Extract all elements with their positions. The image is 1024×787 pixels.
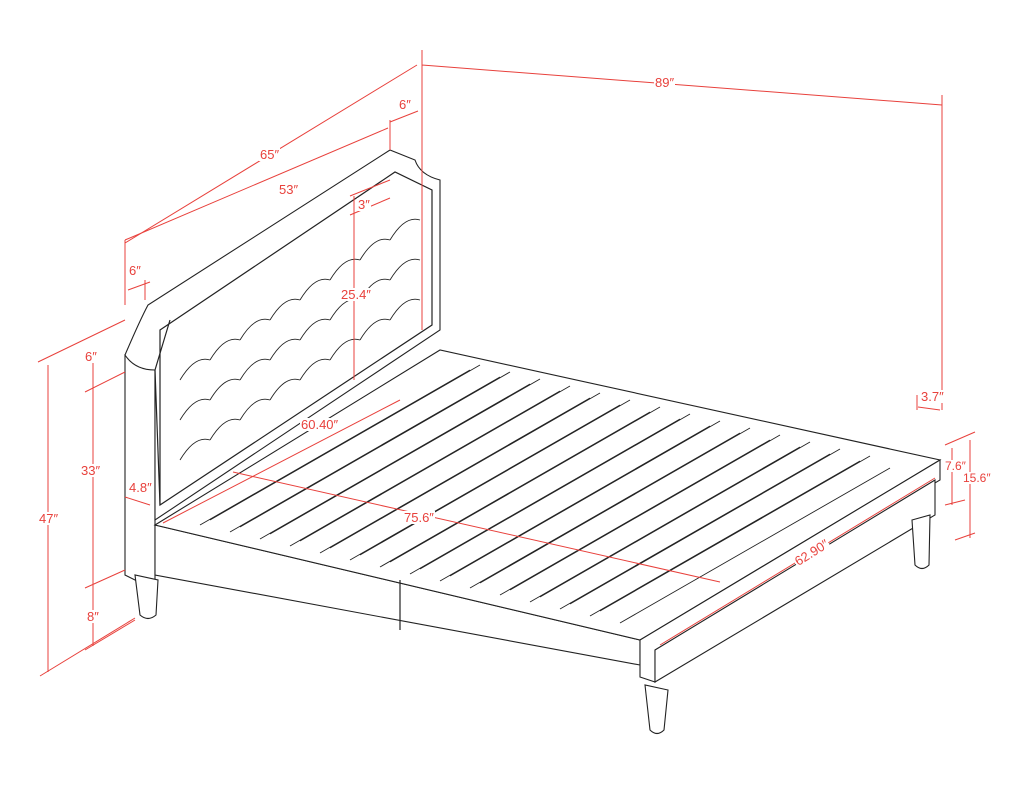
tufting-pattern — [179, 218, 421, 461]
dimension-headboard-top-right-inset: 6″ — [398, 97, 412, 112]
slats — [199, 364, 891, 624]
dimension-post-top: 6″ — [84, 349, 98, 364]
dimension-headboard-top-gap: 3″ — [357, 197, 371, 212]
dimension-headboard-width: 65″ — [259, 147, 281, 162]
dimension-headboard-thickness: 4.8″ — [128, 480, 153, 495]
dimension-overall-height: 47″ — [38, 511, 60, 526]
dimension-rail-height: 7.6″ — [944, 459, 967, 473]
dimension-overall-length: 89″ — [654, 75, 676, 90]
dimension-post-height: 33″ — [80, 463, 102, 478]
dimension-interior-length: 75.6″ — [403, 510, 435, 525]
bed-frame — [153, 349, 942, 735]
dimension-headboard-panel-height: 25.4″ — [340, 287, 372, 302]
dimension-headboard-panel-width: 53″ — [278, 182, 300, 197]
dimension-leg-height: 8″ — [86, 609, 100, 624]
dimension-interior-width: 60.40″ — [300, 417, 340, 432]
dimension-footboard-depth: 3.7″ — [920, 389, 945, 404]
headboard — [124, 149, 441, 620]
dimension-frame-height: 15.6″ — [962, 471, 992, 485]
dimension-headboard-left-inset: 6″ — [128, 263, 142, 278]
